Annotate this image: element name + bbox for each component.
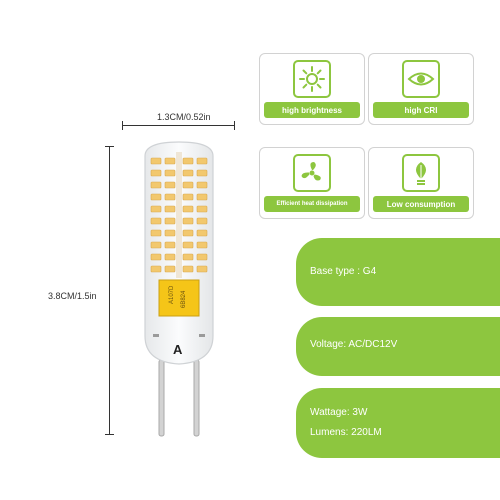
led-chip xyxy=(182,217,194,225)
chip-code-1: A107D xyxy=(169,285,175,304)
led-chip xyxy=(150,229,162,237)
height-dimension-line xyxy=(109,146,110,435)
led-chip xyxy=(182,253,194,261)
leaf-bulb-icon xyxy=(416,162,426,185)
width-dimension-label: 1.3CM/0.52in xyxy=(157,112,211,122)
led-chip xyxy=(182,181,194,189)
led-chip xyxy=(182,265,194,273)
led-chip xyxy=(150,265,162,273)
led-chip xyxy=(196,181,208,189)
width-dimension-tick-right xyxy=(234,121,235,130)
led-chip xyxy=(164,253,176,261)
height-dimension-tick-top xyxy=(105,146,114,147)
height-dimension-tick-bottom xyxy=(105,434,114,435)
feature-tile-heat-dissipation: Efficient heat dissipation xyxy=(259,147,365,219)
spec-bar-voltage: Voltage: AC/DC12V xyxy=(296,317,500,376)
sun-icon xyxy=(299,66,325,92)
spec-wattage: Wattage: 3W xyxy=(310,407,368,418)
led-chip xyxy=(150,193,162,201)
led-chip xyxy=(150,205,162,213)
led-chip xyxy=(164,241,176,249)
led-chip xyxy=(164,181,176,189)
feature-label: high brightness xyxy=(264,102,360,118)
feature-tile-low-consumption: Low consumption xyxy=(368,147,474,219)
led-chip xyxy=(196,265,208,273)
led-chip xyxy=(182,157,194,165)
center-strip xyxy=(176,152,182,278)
led-chip xyxy=(196,169,208,177)
feature-label: Low consumption xyxy=(373,196,469,212)
led-chip xyxy=(164,205,176,213)
led-chip xyxy=(164,193,176,201)
chip-code-2: 6B824 xyxy=(181,290,187,308)
feature-label: high CRI xyxy=(373,102,469,118)
feature-tile-high-brightness: high brightness xyxy=(259,53,365,125)
led-chip xyxy=(164,169,176,177)
led-chip xyxy=(164,157,176,165)
led-chip xyxy=(182,169,194,177)
led-chip xyxy=(196,253,208,261)
led-chip xyxy=(150,169,162,177)
led-chip xyxy=(196,217,208,225)
led-chip xyxy=(182,229,194,237)
spec-lumens: Lumens: 220LM xyxy=(310,427,382,438)
led-chip xyxy=(150,241,162,249)
led-array xyxy=(150,152,208,278)
led-chip xyxy=(196,193,208,201)
feature-tile-high-cri: high CRI xyxy=(368,53,474,125)
led-chip xyxy=(150,181,162,189)
led-chip xyxy=(196,229,208,237)
height-dimension-label: 3.8CM/1.5in xyxy=(48,291,97,301)
led-chip xyxy=(196,241,208,249)
spec-bar-base-type: Base type : G4 xyxy=(296,238,500,306)
led-chip xyxy=(150,157,162,165)
led-chip xyxy=(150,217,162,225)
chip-marking: A xyxy=(173,342,183,357)
spec-voltage: Voltage: AC/DC12V xyxy=(310,339,398,350)
width-dimension-tick-left xyxy=(122,121,123,130)
led-chip xyxy=(182,205,194,213)
eye-icon xyxy=(407,72,435,86)
feature-label: Efficient heat dissipation xyxy=(264,196,360,212)
led-bulb-image: A107D 6B824 A xyxy=(144,141,214,437)
fan-icon xyxy=(301,162,321,181)
driver-chip xyxy=(158,279,200,317)
width-dimension-line xyxy=(122,125,235,126)
led-chip xyxy=(196,205,208,213)
spec-bar-wattage-lumens: Wattage: 3W Lumens: 220LM xyxy=(296,388,500,458)
led-chip xyxy=(182,241,194,249)
led-chip xyxy=(164,265,176,273)
led-chip xyxy=(182,193,194,201)
led-chip xyxy=(164,229,176,237)
spec-base-type: Base type : G4 xyxy=(310,266,377,277)
led-chip xyxy=(164,217,176,225)
led-chip xyxy=(150,253,162,261)
led-chip xyxy=(196,157,208,165)
